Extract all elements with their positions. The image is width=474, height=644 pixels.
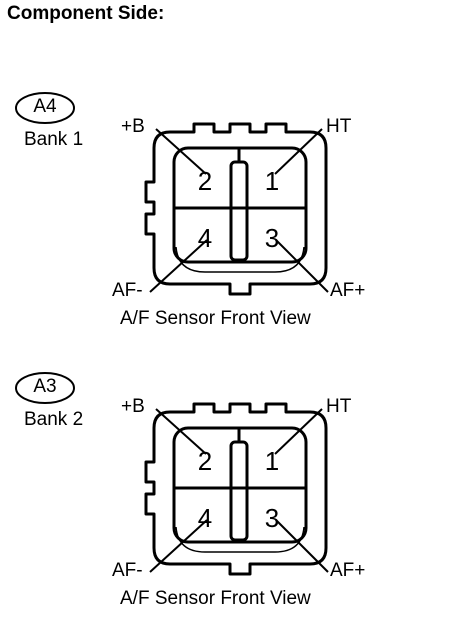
connector-code-oval [15,92,75,124]
inner-lip-outline [175,246,305,273]
leader-ht [274,408,323,455]
terminal-label-plus-b: +B [121,116,145,137]
pin-number-3: 3 [264,223,280,253]
inner-lip-outline [175,526,305,553]
leader-af-plus [275,239,329,293]
connector-code: A4 [33,96,57,117]
terminal-label-af-plus: AF+ [330,280,366,301]
view-caption: A/F Sensor Front View [120,588,311,609]
view-caption: A/F Sensor Front View [120,308,311,329]
terminal-label-ht: HT [326,116,352,137]
leader-af-minus [149,519,208,573]
pin-number-4: 4 [197,223,213,253]
pin-number-3: 3 [264,503,280,533]
connector-drawing [15,372,329,576]
center-key-slot [229,160,249,262]
connector-code-oval [15,372,75,404]
leader-ht [274,128,323,175]
leader-af-plus [275,519,329,573]
terminal-label-af-minus: AF- [112,560,143,581]
terminal-label-af-plus: AF+ [330,560,366,581]
page-heading: Component Side: [7,3,165,24]
pin-number-4: 4 [197,503,213,533]
pin-number-1: 1 [264,446,280,476]
connector-drawing [15,92,329,296]
terminal-label-plus-b: +B [121,396,145,417]
terminal-label-ht: HT [326,396,352,417]
connector-housing-outline [144,402,328,576]
connector-housing-outline [144,122,328,296]
pin-number-2: 2 [197,166,213,196]
connector-code: A3 [33,376,57,397]
connector-a4-diagram: A4 Bank 1 +B HT AF- AF+ 2 1 4 3 A/F Sens… [0,82,474,342]
bank-label: Bank 1 [24,129,84,150]
terminal-label-af-minus: AF- [112,280,143,301]
leader-plus-b [155,128,207,175]
pin-number-2: 2 [197,446,213,476]
leader-af-minus [149,239,208,293]
center-key-slot [229,440,249,542]
leader-plus-b [155,408,207,455]
pin-number-1: 1 [264,166,280,196]
connector-a3-diagram: A3 Bank 2 +B HT AF- AF+ 2 1 4 3 A/F Sens… [0,362,474,622]
bank-label: Bank 2 [24,409,84,430]
